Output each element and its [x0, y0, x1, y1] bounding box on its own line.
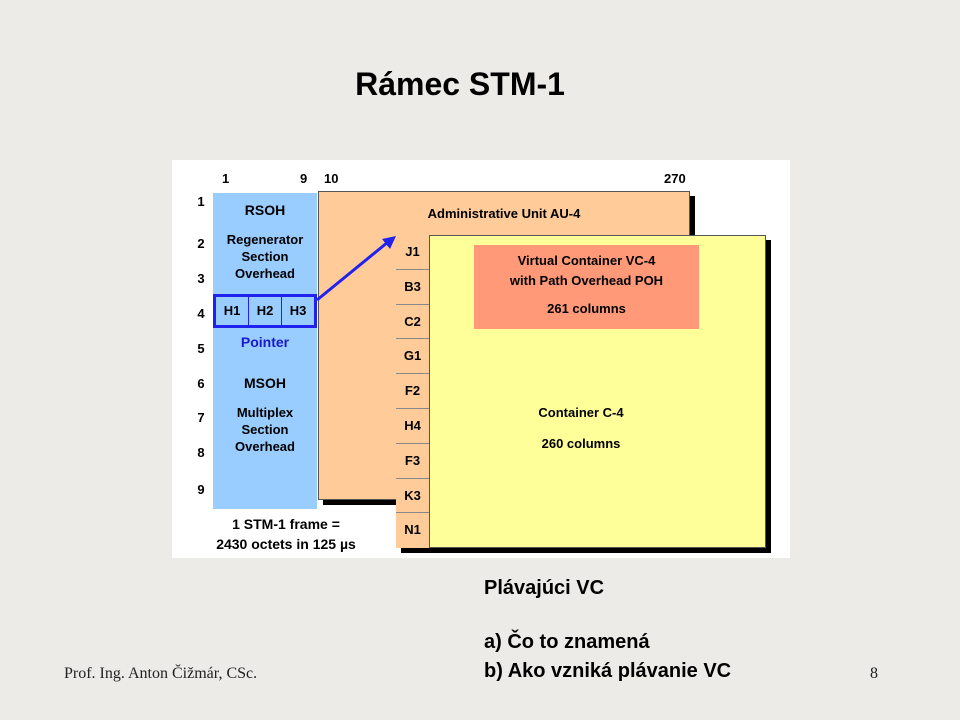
pointer-bytes: H1 H2 H3 [213, 294, 317, 328]
column-number-270: 270 [664, 171, 686, 186]
rsoh-label: RSOH [244, 202, 286, 218]
column-number-10: 10 [324, 171, 339, 186]
poh-byte: F3 [396, 444, 429, 479]
container-columns: 260 columns [541, 436, 621, 451]
poh-byte: C2 [396, 305, 429, 340]
row-number: 6 [197, 376, 205, 391]
row-number: 9 [197, 482, 205, 497]
poh-byte: H4 [396, 409, 429, 444]
section-overhead-block [213, 193, 317, 509]
pointer-cell-h2: H2 [249, 297, 282, 325]
vc-label-line1: Virtual Container VC-4 [517, 253, 656, 268]
poh-byte: G1 [396, 339, 429, 375]
poh-byte: F2 [396, 374, 429, 409]
floating-vc-heading: Plávajúci VC [484, 577, 605, 599]
rsoh-description: Regenerator Section Overhead [226, 232, 304, 281]
frame-note-line2: 2430 octets in 125 µs [216, 536, 356, 552]
question-a: a) Čo to znamená [484, 631, 650, 653]
slide-title: Rámec STM-1 [355, 66, 565, 102]
column-number-9: 9 [300, 171, 308, 186]
container-label: Container C-4 [538, 405, 624, 420]
pointer-cell-h3: H3 [289, 303, 307, 318]
poh-byte: B3 [396, 270, 429, 305]
question-b: b) Ako vzniká plávanie VC [484, 660, 732, 682]
row-number: 3 [197, 271, 205, 286]
row-number: 4 [197, 306, 205, 321]
vc-label-box: Virtual Container VC-4 with Path Overhea… [474, 245, 699, 329]
page-number: 8 [870, 665, 878, 682]
frame-note-line1: 1 STM-1 frame = [232, 516, 340, 532]
pointer-cell-h1: H1 [216, 297, 249, 325]
poh-byte: K3 [396, 479, 429, 514]
row-number: 1 [197, 194, 205, 209]
row-number: 8 [197, 445, 205, 460]
column-number-1: 1 [222, 171, 230, 186]
au-label: Administrative Unit AU-4 [427, 206, 581, 221]
path-overhead-column: J1 B3 C2 G1 F2 H4 F3 K3 N1 [396, 235, 429, 548]
poh-divider [429, 235, 430, 548]
msoh-description: Multiplex Section Overhead [235, 405, 295, 454]
footer-author: Prof. Ing. Anton Čižmár, CSc. [64, 665, 258, 682]
row-number: 5 [197, 341, 205, 356]
poh-byte: J1 [396, 235, 429, 270]
vc-label-line2: with Path Overhead POH [509, 273, 664, 288]
msoh-label: MSOH [244, 375, 286, 391]
vc-label-line3: 261 columns [547, 301, 626, 316]
row-number: 7 [197, 410, 205, 425]
pointer-label: Pointer [240, 334, 290, 350]
poh-byte: N1 [404, 522, 421, 538]
row-number: 2 [197, 236, 205, 251]
